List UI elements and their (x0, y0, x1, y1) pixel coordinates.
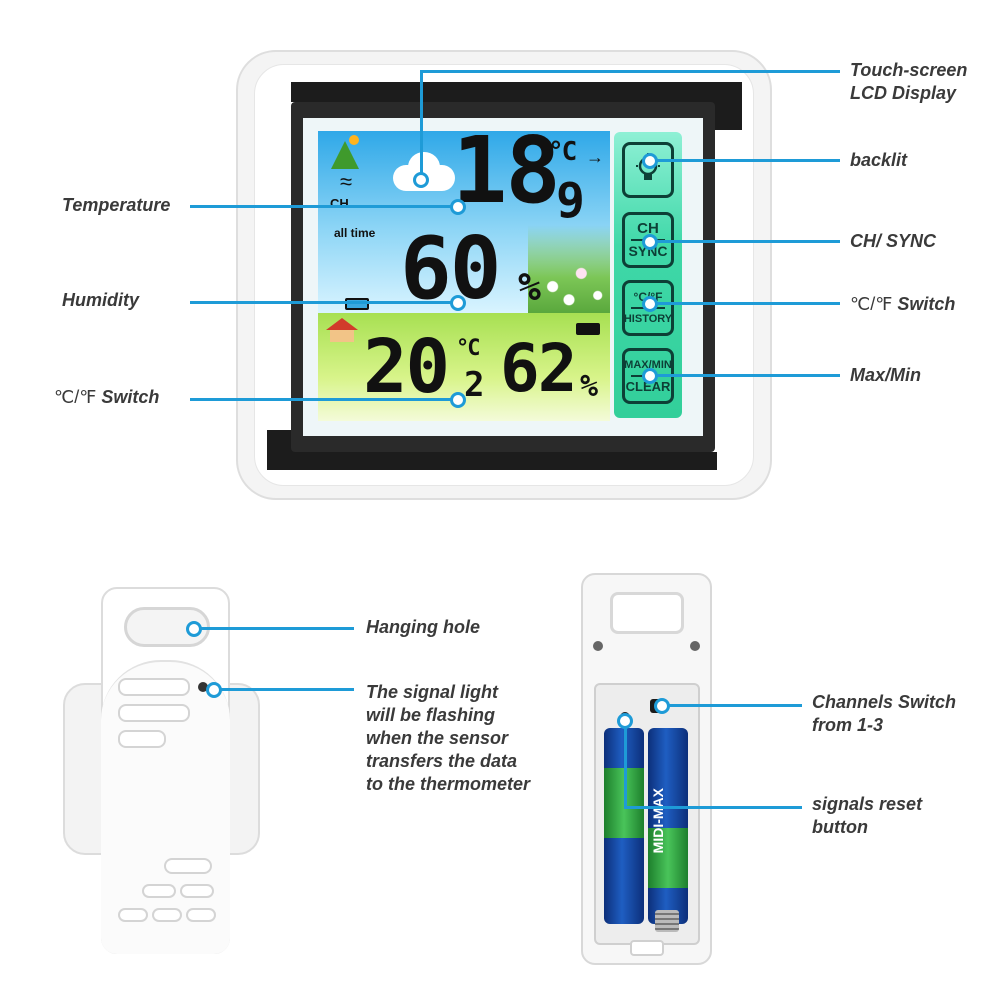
channel-label: CH (330, 196, 349, 211)
callout-line-chsync (648, 240, 840, 243)
house-icon (326, 318, 358, 330)
callout-line-channel-switch (660, 704, 802, 707)
outdoor-temperature-unit: °C (548, 137, 577, 167)
callout-dot-signal-light (206, 682, 222, 698)
callout-dot-reset (617, 713, 633, 729)
house-body (330, 330, 354, 342)
indoor-temperature-unit: °C (456, 336, 480, 361)
indoor-humidity-unit: % (580, 369, 598, 404)
label-hanging-hole: Hanging hole (366, 617, 480, 637)
label-humidity: Humidity (62, 290, 140, 310)
vent-slot (118, 730, 166, 748)
callout-dot-temperature (450, 199, 466, 215)
callout-line-unit-left (190, 398, 456, 401)
label-touch-screen: Touch-screen LCD Display (850, 60, 968, 103)
all-time-label: all time (334, 226, 376, 240)
callout-dot-touchscreen (413, 172, 429, 188)
battery-right-band (648, 828, 688, 888)
callout-line-humidity (190, 301, 456, 304)
label-max-min: Max/Min (850, 365, 922, 385)
callout-line-unit-right (648, 302, 840, 305)
callout-dot-humidity (450, 295, 466, 311)
callout-line-reset-v (624, 720, 627, 808)
vent-slot (118, 908, 148, 922)
label-temperature: Temperature (62, 195, 171, 215)
label-channels-switch: Channels Switch from 1-3 (812, 692, 957, 735)
callout-dot-hanging-hole (186, 621, 202, 637)
signal-light (198, 682, 208, 692)
callout-line-touchscreen-h (420, 70, 840, 73)
unit-button-bottom-label: HISTORY (623, 313, 673, 325)
sun-icon (349, 135, 359, 145)
callout-line-maxmin (648, 374, 840, 377)
corner-bracket-top (291, 82, 741, 102)
vent-slot (180, 884, 214, 898)
wifi-signal-icon: ≈ (340, 169, 353, 194)
ch-sync-button-bottom-label: SYNC (628, 243, 668, 259)
battery-spring (655, 910, 679, 932)
callout-dot-channel-switch (654, 698, 670, 714)
battery-brand-label: MIDI-MAX (650, 788, 666, 854)
vent-slot (164, 858, 212, 874)
ch-sync-button-top-label: CH (637, 220, 659, 237)
label-unit-switch-right: ℃/℉ Switch (850, 294, 956, 314)
battery-low-icon (345, 298, 369, 310)
backlight-button[interactable] (622, 142, 674, 198)
label-backlit: backlit (850, 150, 908, 170)
indoor-temperature-decimal: 2 (464, 365, 485, 405)
callout-dot-chsync (642, 234, 658, 250)
callout-line-temperature (190, 205, 456, 208)
label-ch-sync: CH/ SYNC (850, 231, 937, 251)
sensor-back-hanging-hole (610, 592, 684, 634)
vent-slot (118, 704, 190, 722)
callout-dot-unit-left (450, 392, 466, 408)
indoor-humidity: 62 (500, 330, 577, 407)
outdoor-temperature: 18 (452, 117, 561, 224)
flower-illustration (528, 225, 610, 313)
battery-right: MIDI-MAX (648, 728, 688, 924)
screw (690, 641, 700, 651)
battery-icon (576, 323, 600, 335)
callout-dot-unit-right (642, 296, 658, 312)
indoor-temperature: 20 (363, 324, 450, 410)
vent-slot (152, 908, 182, 922)
maxmin-button-bottom-label: CLEAR (625, 379, 671, 394)
callout-line-backlit (648, 159, 840, 162)
label-signal-light: The signal light will be flashing when t… (366, 682, 531, 794)
vent-slot (186, 908, 216, 922)
callout-dot-maxmin (642, 368, 658, 384)
label-reset-button: signals reset button (812, 794, 923, 837)
vent-slot (118, 678, 190, 696)
trend-arrow-icon: → (586, 147, 604, 167)
outdoor-humidity-unit: % (518, 265, 541, 309)
callout-line-signal-light (212, 688, 354, 691)
maxmin-button-top-label: MAX/MIN (624, 359, 672, 371)
tree-icon (331, 141, 359, 169)
screw (593, 641, 603, 651)
callout-line-hanging-hole (192, 627, 354, 630)
corner-bracket-bottom (267, 452, 717, 470)
outdoor-temperature-decimal: 9 (556, 173, 585, 229)
callout-line-touchscreen (420, 70, 423, 178)
label-unit-switch-left: ℃/℉ Switch (54, 387, 160, 407)
callout-line-reset-h (624, 806, 802, 809)
vent-slot (142, 884, 176, 898)
callout-dot-backlit (642, 153, 658, 169)
battery-door-tab (630, 940, 664, 956)
